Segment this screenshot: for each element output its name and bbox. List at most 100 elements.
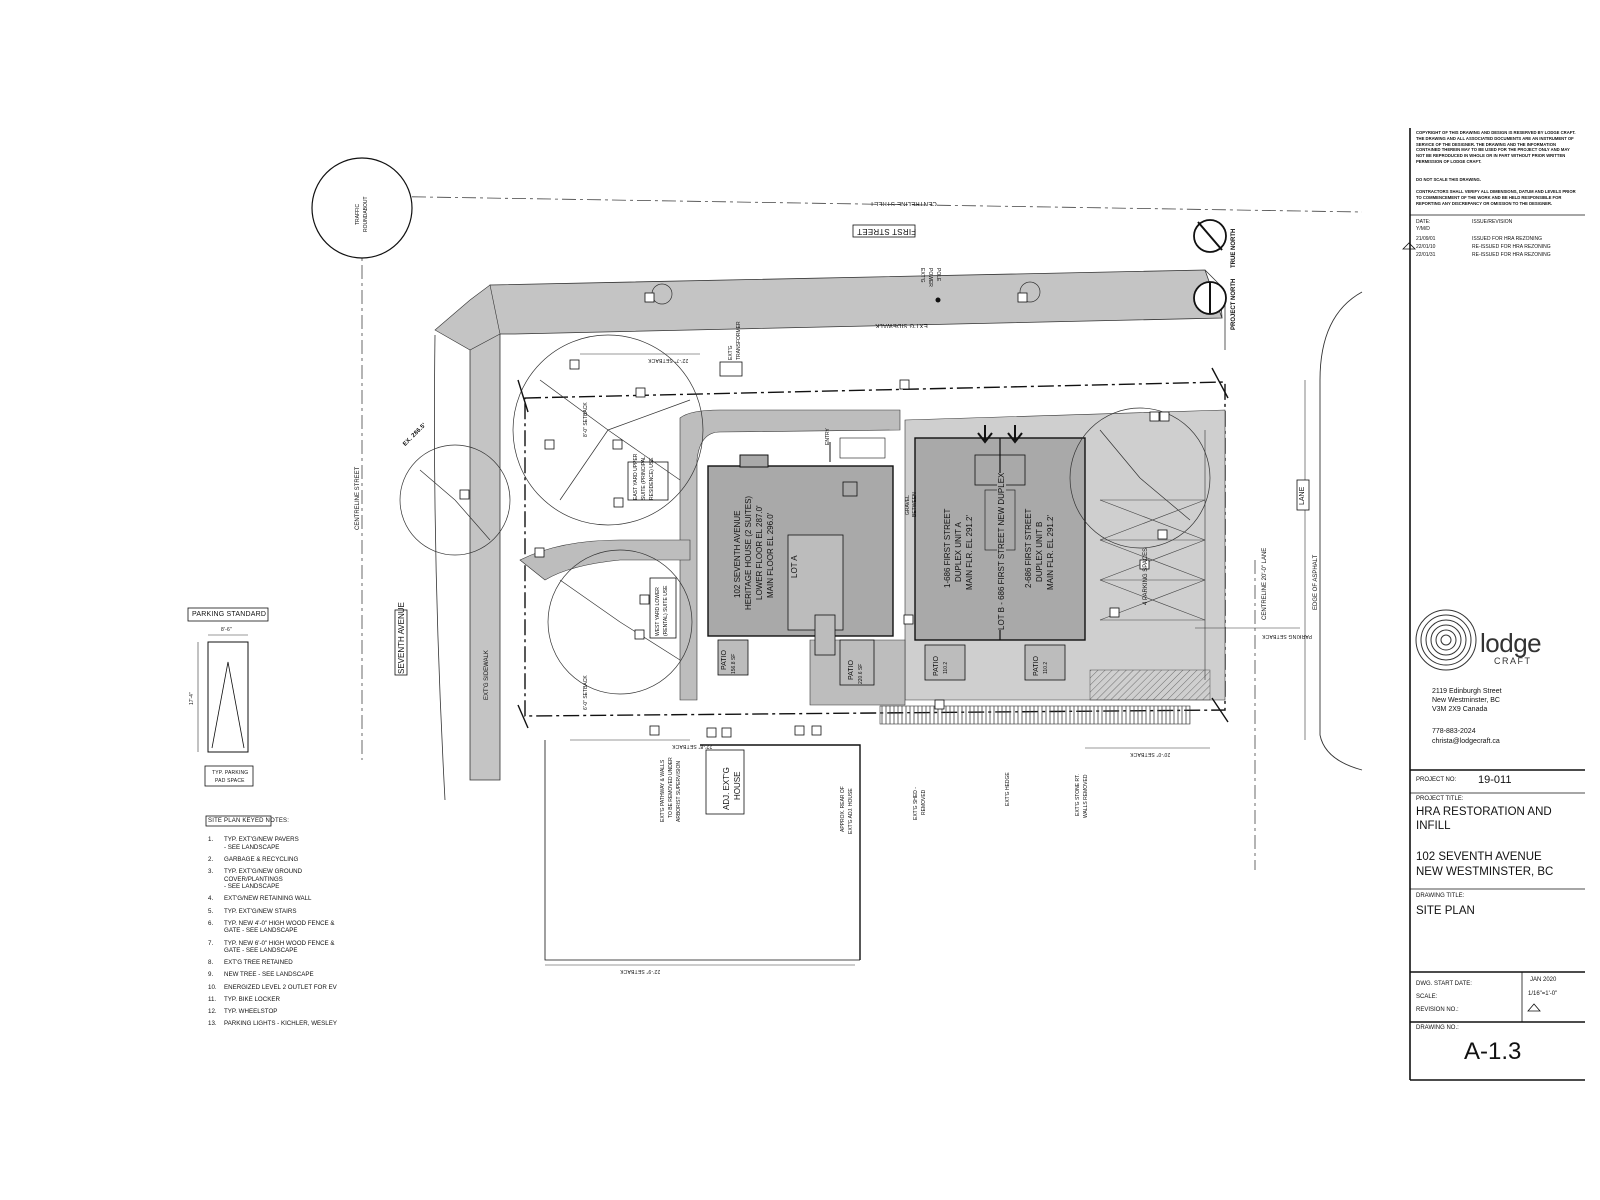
revision-date: 22/01/31: [1416, 252, 1436, 258]
address-1: 2119 Edinburgh Street: [1432, 688, 1502, 695]
keyed-note-text: TYP. NEW 4'-0" HIGH WOOD FENCE &GATE - S…: [224, 919, 335, 935]
logo-craft: CRAFT: [1494, 656, 1532, 666]
hedge-label: EXT'G HEDGE: [1005, 772, 1011, 806]
duplex-b-line2: DUPLEX UNIT B: [1035, 521, 1044, 582]
label-true-north: TRUE NORTH: [1231, 228, 1237, 268]
keyed-note-text: TYP. WHEELSTOP: [224, 1008, 278, 1016]
lodge-craft-logo-icon: [1415, 609, 1477, 671]
parking-setback-label: PARKING SETBACK: [1262, 633, 1312, 639]
east-yard-line2: SUITE (PRINCIPAL: [641, 456, 647, 500]
drawing-title-label: DRAWING TITLE:: [1416, 893, 1465, 899]
gravel-between-1: GRAVEL: [905, 495, 911, 515]
label-sidewalk-left: EXT'G SIDEWALK: [484, 650, 490, 700]
copyright-line: SERVICE OF THE DESIGNER. THE DRAWING AND…: [1416, 141, 1556, 147]
revision-issue: RE-ISSUED FOR HRA REZONING: [1472, 244, 1551, 250]
contractors-line: REPORTING ANY DISCREPANCY OR OMISSION TO…: [1416, 200, 1553, 206]
duplex-a-line2: DUPLEX UNIT A: [954, 522, 963, 582]
keyed-note: 13.PARKING LIGHTS - KICHLER, WESLEY: [208, 1020, 358, 1028]
label-first-street: FIRST STREET: [857, 227, 917, 236]
patio-1-area: 156.8 SF: [731, 653, 737, 674]
label-lane: LANE: [1299, 486, 1306, 505]
label-transformer: TRANSFORMER: [736, 321, 742, 360]
adjacent-house: [700, 744, 861, 960]
logo-wordmark: lodge: [1480, 628, 1542, 658]
phone: 778-883-2024: [1432, 728, 1476, 735]
trees: [399, 281, 1211, 695]
drawing-no-label: DRAWING NO.:: [1416, 1025, 1459, 1031]
duplex-b-line1: 2-686 FIRST STREET: [1024, 508, 1033, 588]
project-title-label: PROJECT TITLE:: [1416, 796, 1464, 802]
contractors-line: TO COMMENCEMENT OF THE WORK AND BE HELD …: [1416, 194, 1562, 200]
keyed-note: 4.EXT'G/NEW RETAINING WALL: [208, 895, 358, 903]
patio-4-area: 110.2: [1043, 661, 1049, 674]
west-yard-line2: (RENTAL) SUITE USE: [663, 585, 669, 636]
traffic-roundabout: [311, 157, 413, 259]
address-3: V3M 2X9 Canada: [1432, 706, 1488, 713]
keyed-note: 1.TYP. EXT'G/NEW PAVERS- SEE LANDSCAPE: [208, 836, 358, 851]
keyed-note-text: GARBAGE & RECYCLING: [224, 855, 299, 863]
label-roundabout-2: ROUNDABOUT: [363, 196, 369, 232]
duplex-b-line3: MAIN FLR. EL 291.2': [1046, 514, 1055, 590]
parking-length: 17'-4": [189, 692, 195, 705]
copyright-line: PERMISSION OF LODGE CRAFT.: [1416, 158, 1482, 164]
revision-no-label: REVISION NO.:: [1416, 1007, 1459, 1013]
parking-standard-title: PARKING STANDARD: [192, 611, 267, 618]
copyright-line: THE DRAWING AND ALL ASSOCIATED DOCUMENTS…: [1416, 135, 1574, 141]
stone-walls-2: WALLS REMOVED: [1083, 774, 1089, 818]
keyed-note-number: 10.: [208, 983, 217, 991]
drawing-title: SITE PLAN: [1416, 905, 1475, 917]
patio-4-label: PATIO: [1033, 656, 1040, 676]
setback-s4: 22'-9" SETBACK: [620, 968, 661, 974]
keyed-note: 9.NEW TREE - SEE LANDSCAPE: [208, 971, 358, 979]
keyed-note-text: ENERGIZED LEVEL 2 OUTLET FOR EV: [224, 983, 337, 991]
lot-a-label: LOT A: [790, 555, 799, 578]
revision-date: 21/09/01: [1416, 236, 1436, 242]
start-date: JAN 2020: [1530, 977, 1557, 983]
patio-1-label: PATIO: [721, 650, 728, 670]
email: christa@lodgecraft.ca: [1432, 738, 1500, 745]
parking-standard-diagram: [187, 607, 269, 787]
hedge: [879, 705, 1191, 725]
keyed-note-number: 2.: [208, 855, 214, 863]
keyed-note-number: 12.: [208, 1008, 217, 1016]
copyright-notice: COPYRIGHT OF THIS DRAWING AND DESIGN IS …: [1416, 130, 1581, 165]
keyed-note: 5. TYP. EXT'G/NEW STAIRS: [208, 908, 358, 916]
rev-header-issue: ISSUE/REVISION: [1472, 219, 1513, 225]
project-address-2: NEW WESTMINSTER, BC: [1416, 866, 1554, 878]
keyed-note-number: 5.: [208, 907, 214, 915]
scale-label: SCALE:: [1416, 994, 1438, 1000]
pathway-note-2: TO BE REMOVED UNDER: [668, 757, 674, 818]
contractors-notice: CONTRACTORS SHALL VERIFY ALL DIMENSIONS,…: [1416, 189, 1581, 206]
keyed-note-text: EXT'G/NEW RETAINING WALL: [224, 895, 312, 903]
heritage-house-line4: MAIN FLOOR EL 296.0': [766, 512, 775, 598]
heritage-house-line1: 102 SEVENTH AVENUE: [733, 510, 742, 598]
copyright-line: COPYRIGHT OF THIS DRAWING AND DESIGN IS …: [1416, 130, 1576, 135]
label-edge-asphalt: EDGE OF ASPHALT: [1313, 554, 1319, 610]
keyed-note: 8.EXT'G TREE RETAINED: [208, 959, 358, 967]
adj-house-line1: ADJ. EXT'G: [722, 767, 731, 810]
east-yard-line1: EAST YARD UPPER: [633, 453, 639, 500]
duplex-a-line1: 1-686 FIRST STREET: [943, 508, 952, 588]
rev-header-ymd: Y/M/D: [1416, 226, 1430, 232]
east-yard-line3: RESIDENCE) USE: [649, 457, 655, 500]
setback-s2: 20'-0" SETBACK: [1130, 751, 1171, 757]
note-markers: [459, 292, 1170, 738]
label-power-pole-2: POWER: [927, 268, 933, 287]
keyed-notes-list: 1.TYP. EXT'G/NEW PAVERS- SEE LANDSCAPE 2.…: [208, 836, 358, 1032]
revision-date: 22/01/10: [1416, 244, 1436, 250]
pathway-note-3: ARBORIST SUPERVISION: [676, 761, 682, 822]
keyed-note-text: TYP. NEW 6'-0" HIGH WOOD FENCE &GATE - S…: [224, 939, 335, 955]
setback-s1: 22'-7" SETBACK: [648, 357, 689, 363]
keyed-note-text: TYP. EXT'G/NEW STAIRS: [224, 907, 297, 915]
keyed-note: 7.TYP. NEW 6'-0" HIGH WOOD FENCE &GATE -…: [208, 940, 358, 955]
gravel-between-2: BETWEEN: [912, 492, 918, 517]
label-power-pole-3: POLE: [935, 268, 941, 282]
address-2: New Westminster, BC: [1432, 697, 1500, 704]
revision-row: 22/01/10 RE-ISSUED FOR HRA REZONING: [1416, 244, 1581, 250]
project-title-2: INFILL: [1416, 820, 1451, 832]
